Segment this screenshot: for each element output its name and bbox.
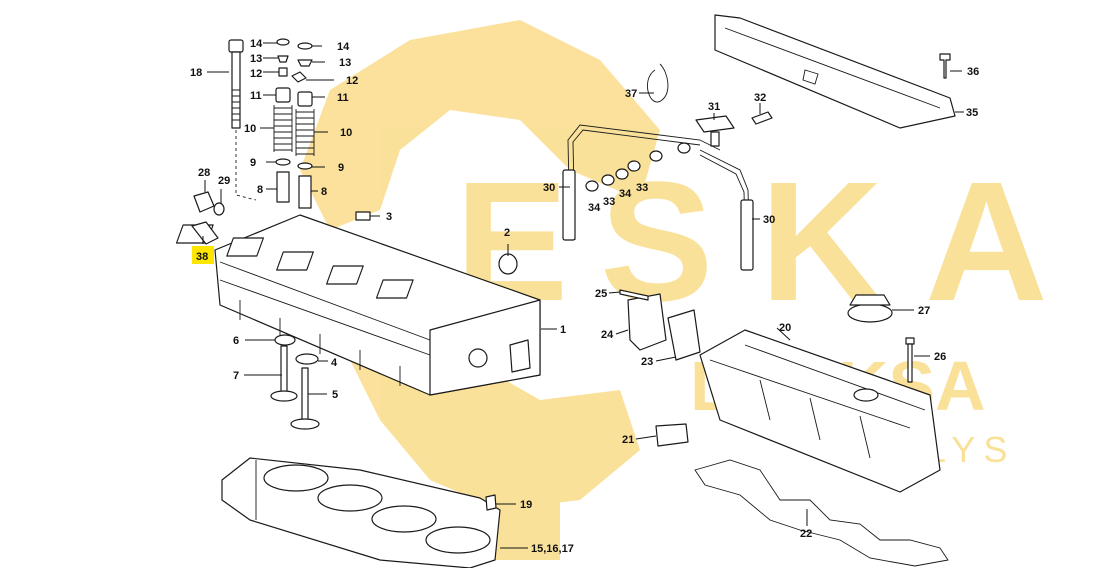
part-label-12-left: 12 xyxy=(250,68,262,80)
part-label-1: 1 xyxy=(560,324,566,336)
part-23-gasket xyxy=(667,309,701,361)
part-6-seal xyxy=(274,334,296,346)
part-26-bolt xyxy=(905,337,915,383)
part-21-bracket xyxy=(655,423,689,447)
part-label-33-a: 33 xyxy=(603,196,615,208)
part-label-26: 26 xyxy=(934,351,946,363)
valve-spring-left xyxy=(273,105,293,152)
part-22-cover-gasket xyxy=(694,459,949,567)
part-label-4: 4 xyxy=(331,357,338,369)
part-label-8-left: 8 xyxy=(257,184,263,196)
watermark-letter-a: A xyxy=(925,147,1048,337)
part-label-5: 5 xyxy=(332,389,338,401)
part-label-25: 25 xyxy=(595,288,607,300)
part-label-22: 22 xyxy=(800,528,812,540)
part-label-19: 19 xyxy=(520,499,532,511)
part-label-12-right: 12 xyxy=(346,75,358,87)
part-label-13-left: 13 xyxy=(250,53,262,65)
part-label-18: 18 xyxy=(190,67,202,79)
part-label-9-right: 9 xyxy=(338,162,344,174)
head-bolt xyxy=(228,39,257,201)
part-33-34-washers xyxy=(585,142,691,192)
part-label-30-right: 30 xyxy=(763,214,775,226)
part-label-29: 29 xyxy=(218,175,230,187)
part-label-11-left: 11 xyxy=(250,90,262,102)
cover-plate xyxy=(714,14,956,129)
part-label-15-16-17: 15,16,17 xyxy=(531,543,574,555)
valve-train-right xyxy=(291,42,315,209)
part-label-34-a: 34 xyxy=(588,202,601,214)
part-4-seal xyxy=(295,353,319,365)
part-2-plug xyxy=(498,253,518,275)
part-label-2: 2 xyxy=(504,227,510,239)
part-label-23: 23 xyxy=(641,356,653,368)
valve-train-left xyxy=(273,38,293,203)
part-label-33-b: 33 xyxy=(636,182,648,194)
part-label-3: 3 xyxy=(386,211,392,223)
part-25-bolt xyxy=(619,289,649,301)
part-36-bolt xyxy=(939,53,951,79)
part-31-bracket xyxy=(695,115,735,147)
part-label-24: 24 xyxy=(601,329,614,341)
part-label-21: 21 xyxy=(622,434,634,446)
part-label-34-b: 34 xyxy=(619,188,632,200)
part-label-27: 27 xyxy=(918,305,930,317)
part-3-cap xyxy=(355,211,371,221)
part-label-8-right: 8 xyxy=(321,186,327,198)
part-28-plug xyxy=(193,191,215,213)
part-27-oil-cap xyxy=(847,294,893,323)
part-32-bolt xyxy=(751,111,773,125)
leader-lines xyxy=(202,42,964,549)
part-label-28: 28 xyxy=(198,167,210,179)
part-19-dowel xyxy=(485,494,497,511)
head-gasket xyxy=(221,457,501,568)
part-label-9-left: 9 xyxy=(250,157,256,169)
part-label-6: 6 xyxy=(233,335,239,347)
part-label-7: 7 xyxy=(233,370,239,382)
label-38-highlight xyxy=(192,246,214,264)
part-label-13-right: 13 xyxy=(339,57,351,69)
cylinder-head-cam-bays xyxy=(175,224,414,299)
valve-cover xyxy=(699,329,941,493)
part-label-10-left: 10 xyxy=(244,123,256,135)
part-label-32: 32 xyxy=(754,92,766,104)
part-label-36: 36 xyxy=(967,66,979,78)
part-label-14-left: 14 xyxy=(250,38,263,50)
part-label-30-left: 30 xyxy=(543,182,555,194)
part-labels: 1 2 3 4 5 6 7 8 8 9 9 10 10 11 11 12 12 … xyxy=(190,38,979,555)
part-label-38: 38 xyxy=(196,251,208,263)
part-24-cover xyxy=(627,293,667,351)
part-37-cable-tie xyxy=(647,63,669,103)
part-label-31: 31 xyxy=(708,101,720,113)
cylinder-head xyxy=(175,214,541,396)
part-label-11-right: 11 xyxy=(337,92,349,104)
part-38-sensor xyxy=(191,221,219,245)
part-label-14-right: 14 xyxy=(337,41,350,53)
part-label-10-right: 10 xyxy=(340,127,352,139)
part-7-valve xyxy=(270,345,298,402)
part-label-37: 37 xyxy=(625,88,637,100)
part-label-20: 20 xyxy=(779,322,791,334)
part-29-washer xyxy=(213,202,225,216)
part-label-35: 35 xyxy=(966,107,978,119)
